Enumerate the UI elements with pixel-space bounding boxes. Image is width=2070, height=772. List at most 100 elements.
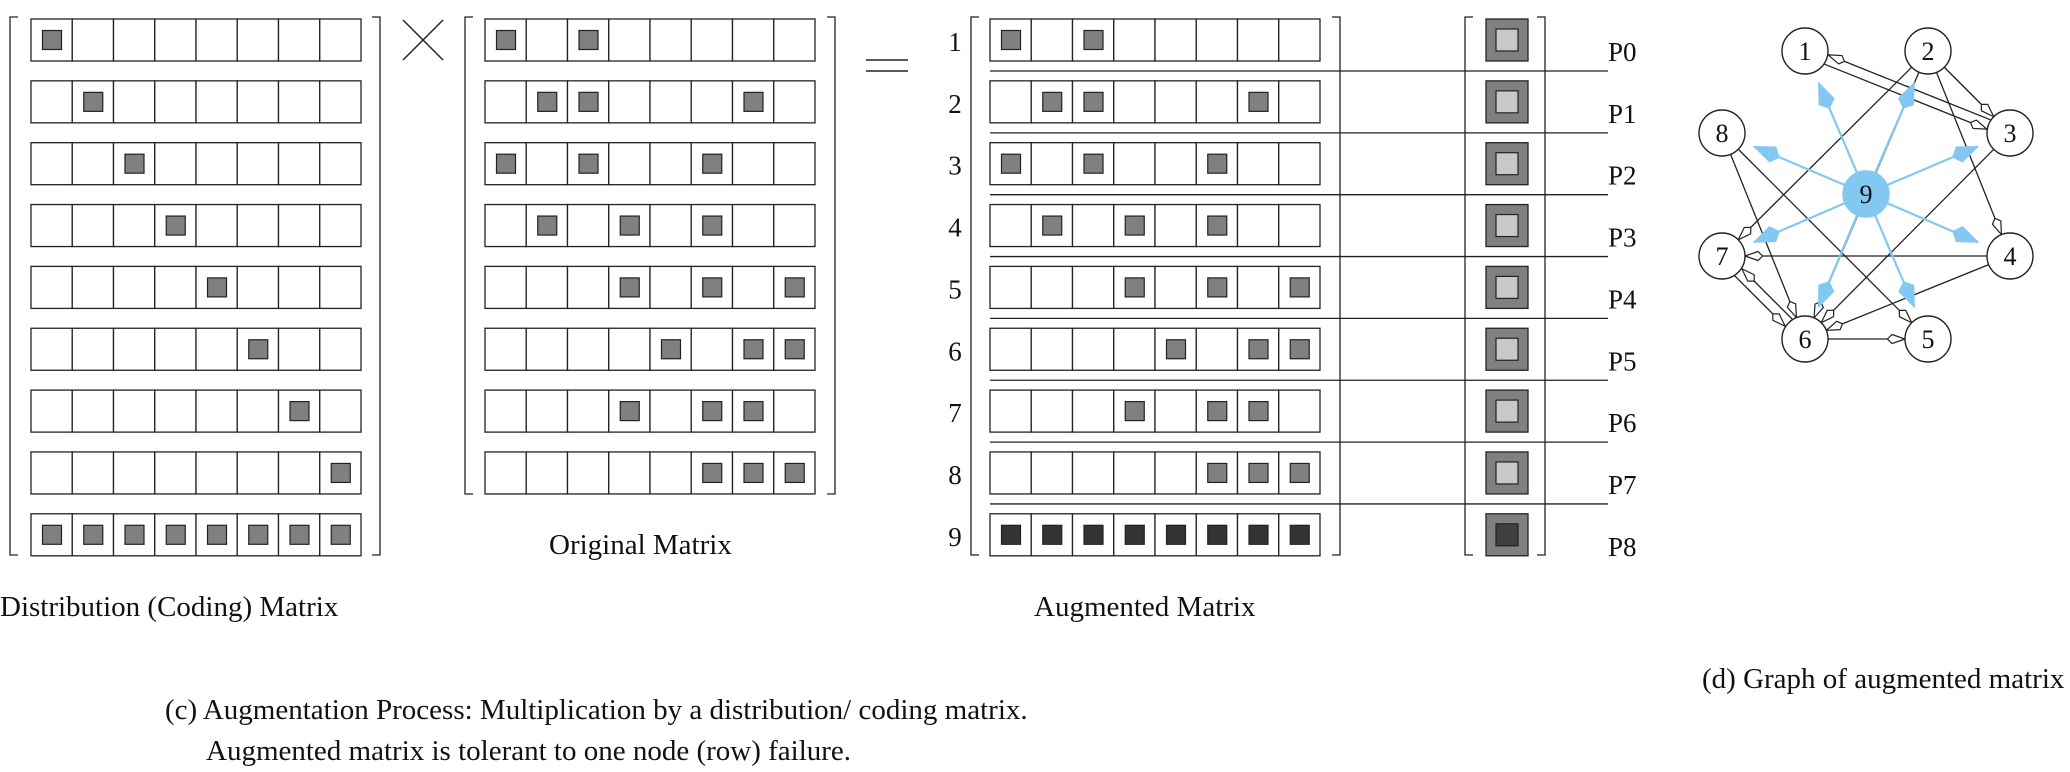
augmented-cell	[1154, 142, 1197, 186]
distribution-mark	[165, 215, 186, 236]
graph-node-label: 5	[1922, 325, 1935, 354]
augmented-cell	[1030, 142, 1074, 186]
augmented-cell	[1113, 327, 1156, 371]
graph-node-label: 1	[1799, 37, 1812, 66]
graph-node-label: 2	[1922, 37, 1935, 66]
distribution-mark	[330, 524, 351, 545]
parity-column	[1464, 16, 1546, 557]
arrowhead	[1886, 333, 1907, 345]
augmented-mark	[1207, 277, 1228, 298]
augmented-cell	[1236, 18, 1280, 62]
graph-node-label: 4	[2004, 242, 2017, 271]
augmented-mark	[1124, 215, 1145, 236]
distribution-mark	[248, 524, 269, 545]
arrowhead	[1898, 81, 1915, 109]
augmented-row	[989, 142, 1321, 186]
original-cell	[649, 451, 692, 495]
distribution-cell	[236, 203, 280, 248]
distribution-cell	[71, 327, 115, 371]
graph-node-label: 6	[1799, 325, 1812, 354]
arrowhead	[1952, 146, 1980, 163]
original-cell	[525, 389, 569, 433]
augmented-mark	[1124, 401, 1145, 422]
parity-label: P8	[1608, 532, 1637, 562]
arrowhead	[1969, 119, 1989, 130]
parity-mark	[1495, 90, 1519, 114]
distribution-row	[30, 18, 362, 62]
augmented-mark	[1207, 215, 1228, 236]
distribution-cell	[277, 451, 321, 495]
distribution-cell	[112, 18, 156, 62]
parity-mark	[1495, 152, 1519, 176]
augmented-mark	[1207, 153, 1228, 174]
distribution-cell	[319, 327, 362, 371]
parity-label: P6	[1608, 408, 1637, 438]
augmented-cell	[989, 451, 1032, 495]
augmented-mark	[1124, 524, 1145, 545]
original-cell	[690, 80, 734, 124]
row-number: 7	[948, 398, 962, 428]
original-cell	[608, 80, 651, 124]
distribution-mark	[165, 524, 186, 545]
distribution-cell	[30, 389, 73, 433]
augmented-cell	[1195, 389, 1239, 433]
row-number: 2	[948, 89, 962, 119]
original-cell	[773, 389, 816, 433]
matrix-bracket	[827, 16, 836, 495]
distribution-cell	[236, 389, 280, 433]
distribution-cell	[236, 18, 280, 62]
original-cell	[731, 203, 775, 248]
distribution-cell	[277, 327, 321, 371]
distribution-mark	[41, 524, 63, 545]
arrowhead	[1743, 250, 1764, 262]
augmented-cell	[1030, 327, 1074, 371]
original-mark	[784, 277, 805, 298]
augmented-cell	[1113, 142, 1156, 186]
caption-d: (d) Graph of augmented matrix	[1702, 663, 2065, 695]
distribution-matrix	[9, 16, 381, 557]
augmented-cell	[1071, 451, 1115, 495]
original-row	[484, 451, 816, 495]
original-cell	[649, 80, 692, 124]
graph-node	[1781, 27, 1829, 75]
augmented-cell	[1278, 513, 1321, 557]
augmented-mark	[1207, 524, 1228, 545]
original-row	[484, 265, 816, 310]
augmented-mark	[1248, 462, 1269, 484]
parity-mark	[1495, 28, 1519, 52]
augmented-row	[989, 203, 1321, 248]
parity-mark	[1495, 275, 1519, 299]
original-mark	[702, 462, 723, 484]
distribution-cell	[71, 265, 115, 310]
original-cell	[690, 327, 734, 371]
graph-node-label: 9	[1860, 180, 1873, 209]
original-mark	[702, 215, 723, 236]
original-cell	[608, 18, 651, 62]
distribution-cell	[236, 451, 280, 495]
original-matrix	[464, 16, 836, 495]
original-cell	[773, 142, 816, 186]
augmented-cell	[1154, 203, 1197, 248]
original-row	[484, 18, 816, 62]
augmented-mark	[1000, 29, 1022, 51]
graph-node	[1904, 315, 1952, 363]
parity-mark	[1495, 523, 1519, 547]
distribution-cell	[195, 327, 238, 371]
original-mark	[702, 153, 723, 174]
augmented-mark	[1289, 462, 1310, 484]
distribution-mark	[206, 524, 228, 545]
original-cell	[608, 327, 651, 371]
distribution-cell	[71, 451, 115, 495]
original-cell	[773, 203, 816, 248]
augmented-mark	[1042, 215, 1063, 236]
augmented-cell	[1278, 142, 1321, 186]
distribution-row	[30, 389, 362, 433]
distribution-cell	[319, 18, 362, 62]
parity-mark	[1495, 461, 1519, 485]
augmented-cell	[989, 203, 1032, 248]
augmented-cell	[1236, 142, 1280, 186]
graph-node-label: 7	[1716, 242, 1729, 271]
parity-label: P7	[1608, 470, 1637, 500]
